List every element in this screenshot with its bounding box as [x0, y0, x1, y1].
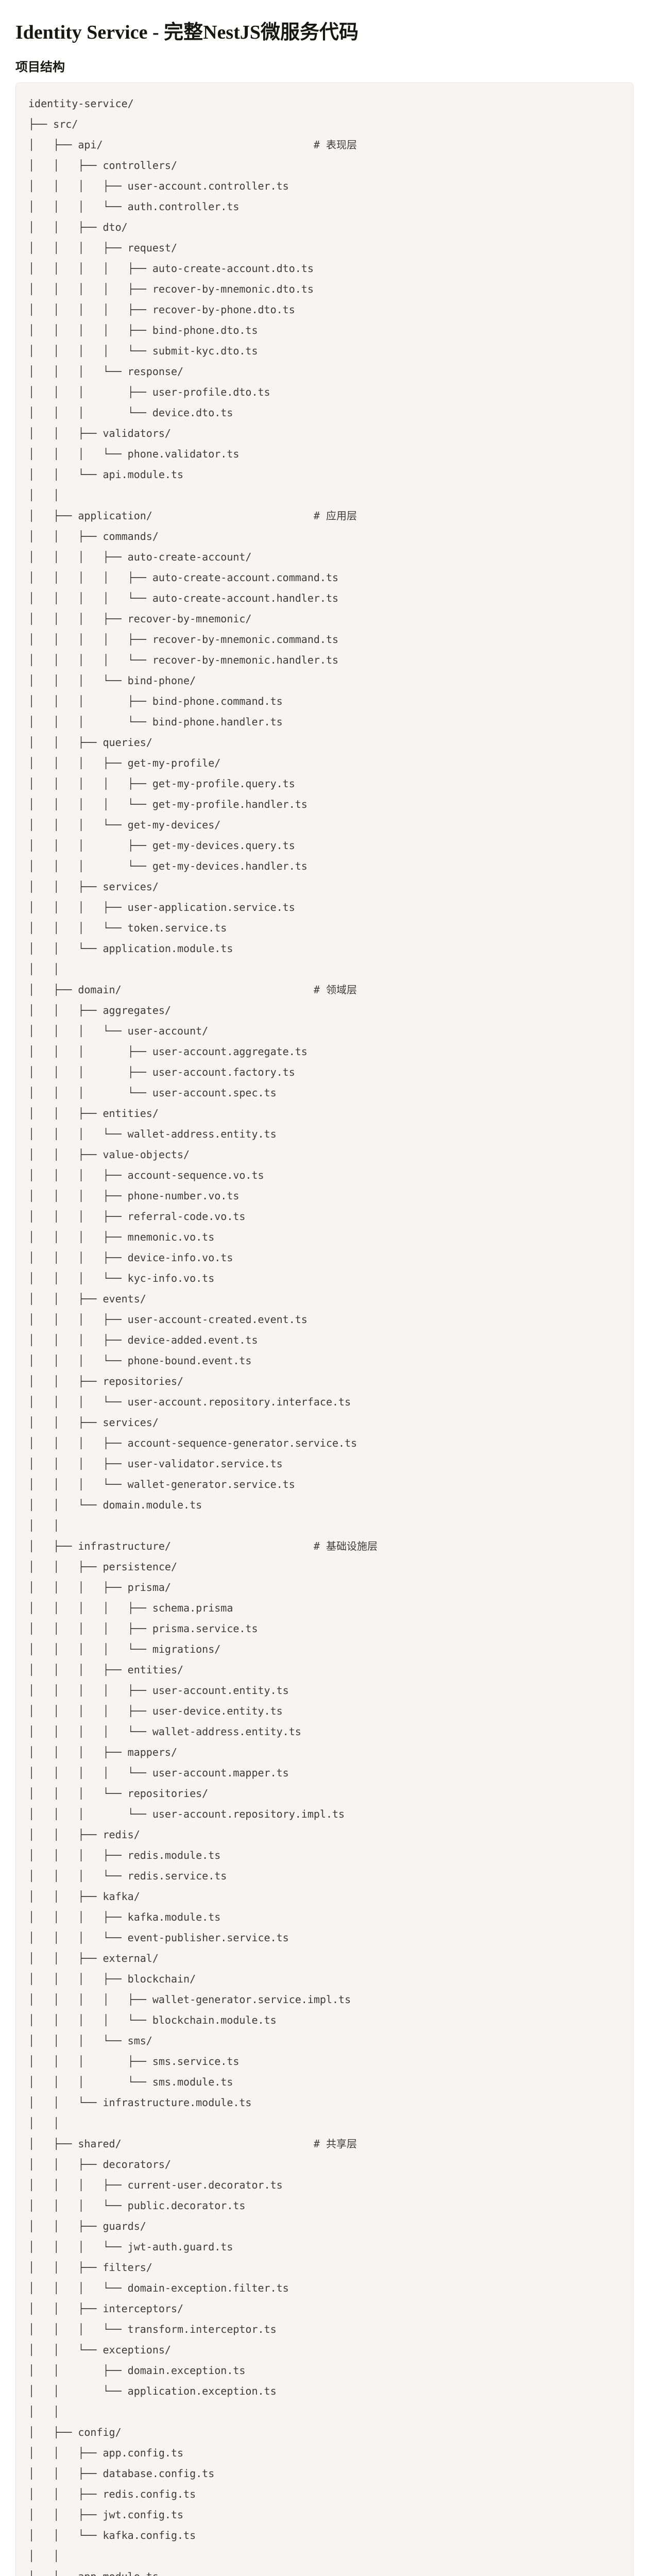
file-tree: identity-service/ ├── src/ │ ├── api/ # … — [28, 97, 378, 2576]
page-title: Identity Service - 完整NestJS微服务代码 — [15, 22, 358, 43]
code-block: identity-service/ ├── src/ │ ├── api/ # … — [15, 82, 634, 2576]
section-heading: 项目结构 — [15, 60, 65, 74]
